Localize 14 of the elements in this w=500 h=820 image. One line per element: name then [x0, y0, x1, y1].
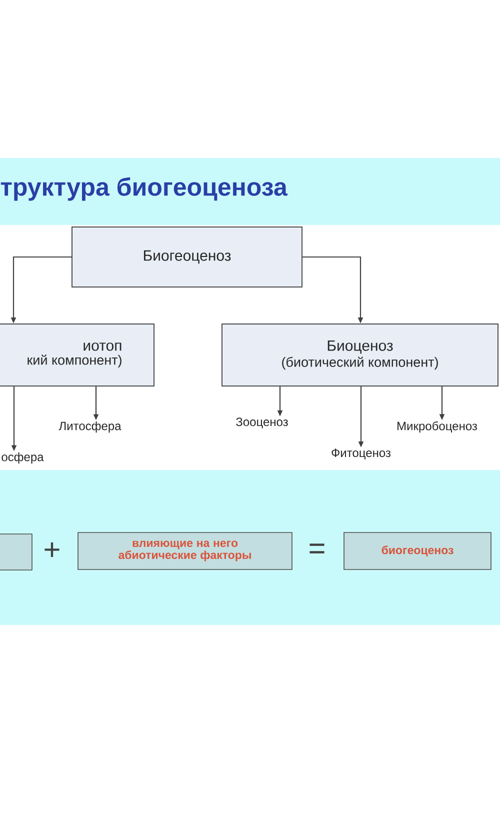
formula-box: влияющие на него абиотические факторы — [78, 532, 292, 570]
component-label: Литосфера — [58, 421, 122, 433]
component-label: Зооценоз — [236, 418, 288, 428]
component-label: осфера — [2, 452, 44, 464]
formula-box: биогеоценоз — [344, 532, 492, 570]
hierarchy-box: иотоп кий компонент) — [0, 324, 154, 386]
component-label: Микробоценоз — [398, 421, 478, 433]
operator-sign: + — [44, 542, 60, 558]
empty-box — [0, 534, 32, 570]
hierarchy-box: Биоценоз (биотический компонент) — [222, 324, 498, 386]
operator-sign: = — [310, 544, 324, 554]
component-label: Фитоценоз — [332, 448, 391, 460]
title: труктура биогеоценоза — [0, 177, 288, 201]
hierarchy-box: Биогеоценоз — [72, 226, 302, 288]
